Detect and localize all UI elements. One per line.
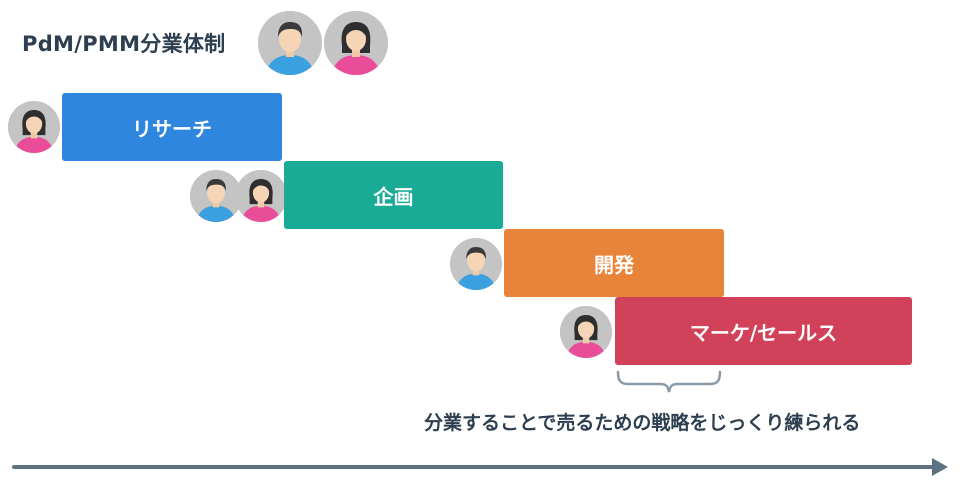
phase-development: 開発 — [504, 229, 724, 297]
annotation-text: 分業することで売るための戦略をじっくり練られる — [424, 412, 861, 434]
phase-label: リサーチ — [132, 116, 212, 141]
phase-label: 開発 — [594, 252, 634, 277]
female-avatar — [560, 306, 612, 358]
diagram-title: PdM/PMM分業体制 — [22, 32, 226, 56]
timeline-arrow — [12, 458, 948, 476]
female-avatar — [324, 11, 388, 75]
phase-marketing-sales: マーケ/セールス — [615, 297, 912, 365]
phase-label: マーケ/セールス — [689, 320, 838, 345]
male-avatar — [450, 238, 502, 290]
female-avatar — [8, 101, 60, 153]
phase-label: 企画 — [373, 184, 414, 209]
female-avatar — [235, 170, 287, 222]
male-avatar — [258, 11, 322, 75]
phase-research: リサーチ — [62, 93, 282, 161]
phase-planning: 企画 — [284, 161, 503, 229]
curly-brace — [616, 370, 722, 393]
male-avatar — [190, 170, 242, 222]
